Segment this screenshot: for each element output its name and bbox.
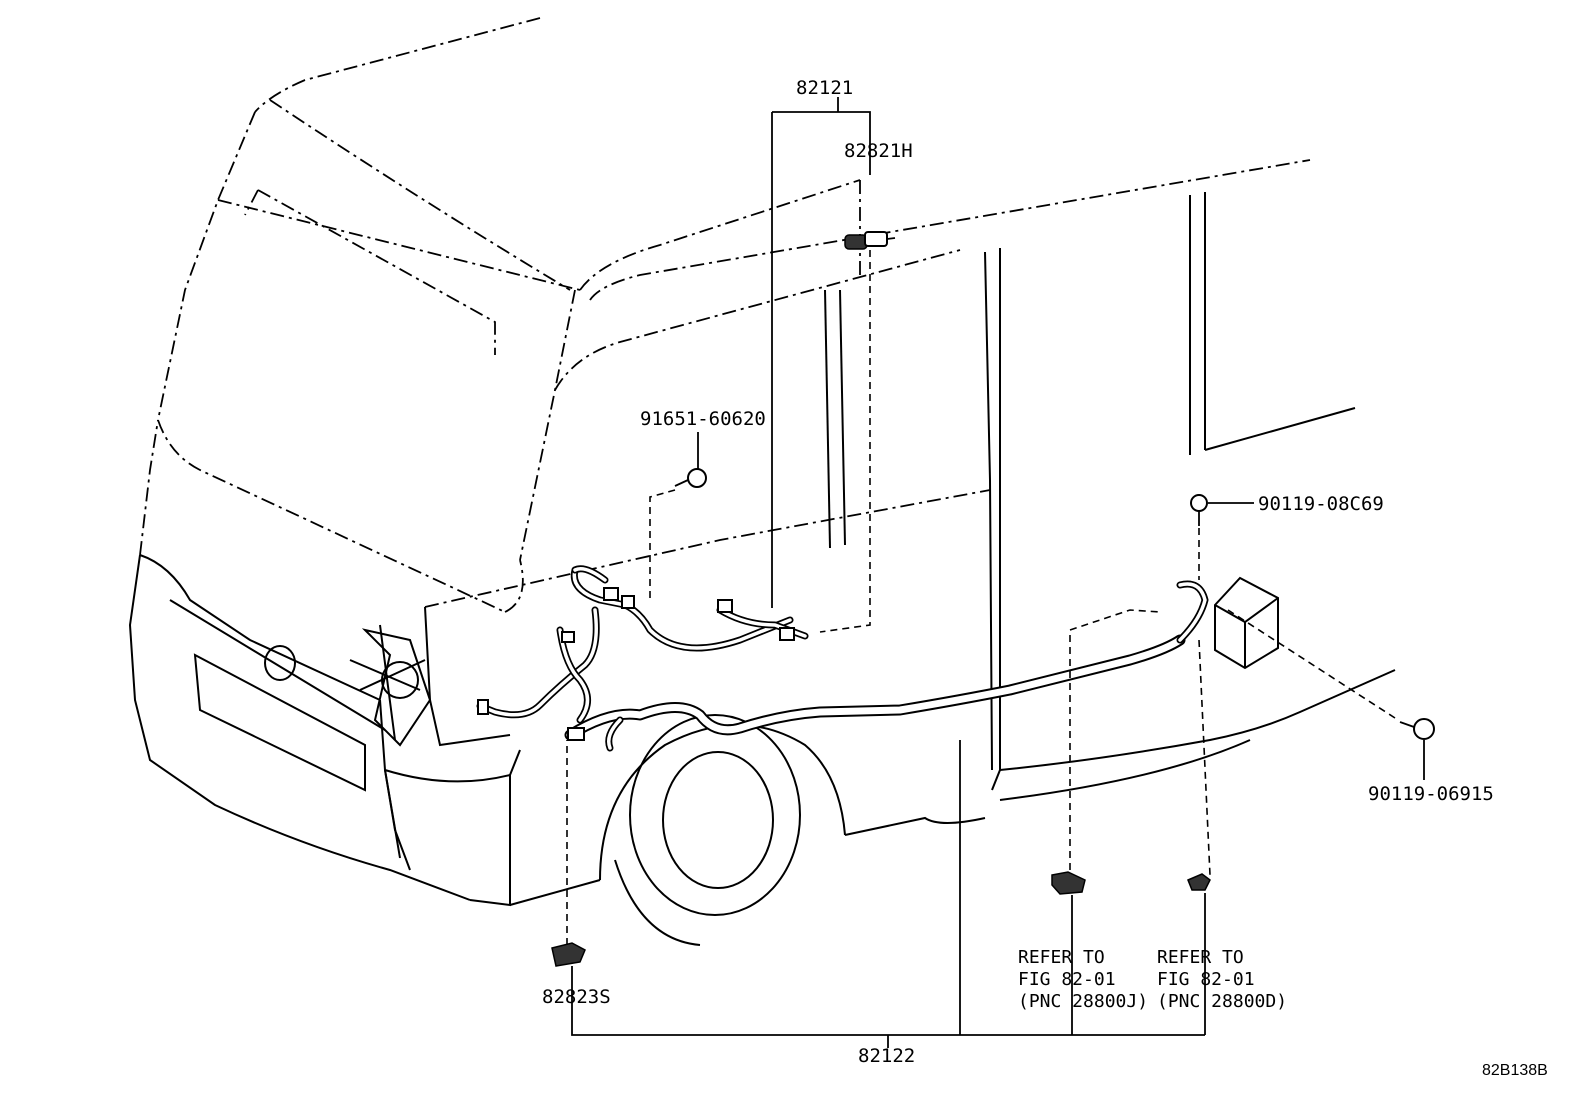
- reference-dashed-lines: [566, 250, 1396, 945]
- bolt-90119-08c69-part: [1190, 494, 1208, 526]
- label-82821h: 82821H: [844, 140, 913, 162]
- vehicle-body-outline: [128, 17, 1396, 946]
- refer-right-line1: REFER TO: [1157, 947, 1244, 968]
- rear-junction-box: [1214, 576, 1279, 670]
- label-90119-08c69: 90119-08C69: [1258, 493, 1384, 515]
- label-82121: 82121: [796, 77, 853, 99]
- clamp-pnc-28800j-part: [1051, 871, 1086, 895]
- harness-connectors: [477, 587, 795, 741]
- label-82122: 82122: [858, 1045, 915, 1067]
- clamp-82823s-part: [551, 942, 586, 967]
- frame-harness-82122: [564, 580, 1209, 752]
- front-harness-82121: [476, 565, 809, 724]
- diagram-id: 82B138B: [1482, 1062, 1548, 1079]
- callout-leaders: [571, 97, 1425, 1048]
- refer-left-line3: (PNC 28800J): [1018, 991, 1148, 1012]
- clamp-pnc-28800d-part: [1187, 873, 1211, 891]
- bolt-90119-06915-part: [1399, 718, 1435, 740]
- refer-right-line2: FIG 82-01: [1157, 969, 1255, 990]
- label-91651-60620: 91651-60620: [640, 408, 766, 430]
- refer-left-line2: FIG 82-01: [1018, 969, 1116, 990]
- bolt-91651-60620-part: [674, 468, 707, 488]
- callout-labels: 82121 82821H 91651-60620 90119-08C69 901…: [542, 77, 1548, 1079]
- refer-left-line1: REFER TO: [1018, 947, 1105, 968]
- clamp-82821h-part: [844, 231, 896, 250]
- label-90119-06915: 90119-06915: [1368, 783, 1494, 805]
- refer-right-line3: (PNC 28800D): [1157, 991, 1287, 1012]
- label-82823s: 82823S: [542, 986, 611, 1008]
